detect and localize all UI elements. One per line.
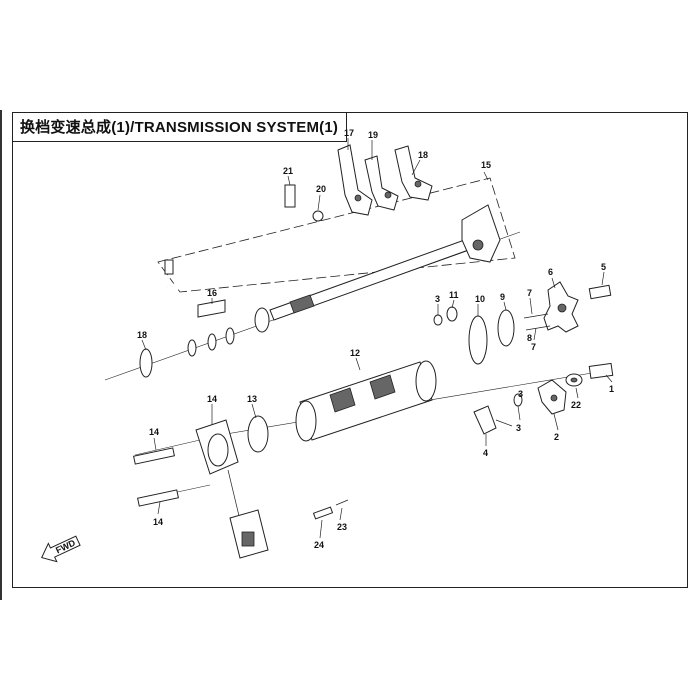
pin-7b [525,325,551,331]
callout: 23 [337,522,347,532]
o-ring-12 [247,415,269,453]
callout: 11 [449,290,459,300]
bolt-axis-upper [134,439,201,456]
callout: 14 [153,517,163,527]
callout: 9 [500,292,505,302]
callout: 7 [527,288,532,298]
fork-rod [164,184,321,290]
star-plate [543,281,579,333]
shift-forks [337,144,433,216]
callout: 18 [418,150,428,160]
diagram-title: 换档变速总成(1)/TRANSMISSION SYSTEM(1) [20,119,339,136]
group-15-outline [157,177,516,293]
pin-24 [312,506,334,520]
washer-3a [433,314,443,326]
callout: 7 [531,342,536,352]
callout: 3 [516,423,521,433]
pin-21 [284,184,296,208]
ring-20 [312,210,324,222]
bolt-14-upper [133,447,175,465]
callout: 17 [344,128,354,138]
shift-shaft [269,204,501,321]
callout: 18 [137,330,147,340]
fwd-arrow: FWD [40,535,81,563]
left-margin-bar [0,110,2,600]
callout: 22 [571,400,581,410]
callout: 14 [149,427,159,437]
callout: 21 [283,166,293,176]
spring-and-washers [187,299,270,357]
diagram-frame [12,112,688,588]
callout: 19 [368,130,378,140]
callout-labels: 17 19 18 21 20 15 16 18 12 14 13 3 11 10… [137,128,614,550]
bolt-14-lower [137,489,179,507]
pin-7a [523,313,549,319]
callout: 12 [350,348,360,358]
leader-lines [141,138,613,539]
title-box: 换档变速总成(1)/TRANSMISSION SYSTEM(1) [12,112,348,142]
shift-drum [295,360,437,442]
callout: 24 [314,540,324,550]
callout: 15 [481,160,491,170]
bearing-9 [468,315,488,365]
bolt-10 [446,306,458,322]
spring-4 [473,405,497,435]
callout: 14 [207,394,217,404]
callout: 3 [435,294,440,304]
spring-23 [335,499,349,506]
callout: 4 [483,448,488,458]
callout: 5 [601,262,606,272]
callout: 8 [527,333,532,343]
bolt-5 [588,284,612,300]
callout: 2 [554,432,559,442]
washer-17 [139,348,153,378]
callout: 10 [475,294,485,304]
callout: 6 [548,267,553,277]
callout: 3 [518,389,523,399]
callout: 16 [207,288,217,298]
collar-8 [497,309,515,347]
position-sensor [195,419,269,559]
callout: 20 [316,184,326,194]
pin-small [164,259,174,275]
callout: 13 [247,394,257,404]
bolt-1 [588,362,614,379]
callout: 1 [609,384,614,394]
